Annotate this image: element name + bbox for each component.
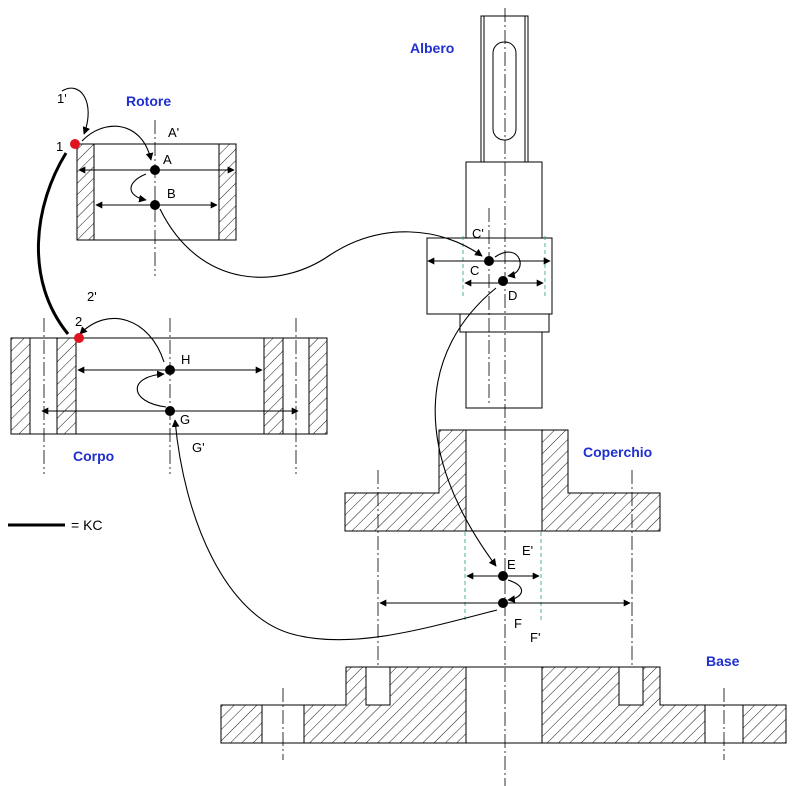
title-rotore: Rotore — [126, 93, 171, 109]
point-B — [150, 200, 160, 210]
label-Eprime: E' — [522, 543, 533, 558]
label-Cprime: C' — [472, 226, 484, 241]
label-D: D — [508, 288, 517, 303]
point-H — [165, 365, 175, 375]
point-C — [484, 256, 494, 266]
label-1: 1 — [56, 139, 63, 154]
base-left-section — [220, 666, 467, 744]
label-A: A — [163, 152, 172, 167]
arrow-C-to-D — [494, 251, 521, 279]
base-bolt-hole-right — [618, 666, 644, 706]
title-coperchio: Coperchio — [583, 444, 652, 460]
label-2prime: 2' — [87, 289, 97, 304]
albero-step — [459, 313, 550, 333]
point-D — [498, 276, 508, 286]
arrow-E-to-F — [507, 579, 523, 603]
label-Aprime: A' — [168, 125, 179, 140]
label-1prime: 1' — [57, 91, 67, 106]
kc-link-line — [36, 152, 70, 335]
corpo-wall-4 — [308, 337, 328, 435]
label-Gprime: G' — [192, 440, 205, 455]
legend-kc-label: = KC — [71, 517, 103, 533]
arrow-H-to-2 — [79, 318, 165, 363]
corpo-wall-3 — [263, 337, 284, 435]
title-base: Base — [706, 653, 740, 669]
title-corpo: Corpo — [73, 448, 114, 464]
label-B: B — [167, 186, 176, 201]
albero-collar — [426, 237, 553, 315]
base-bolt-hole-left — [365, 666, 391, 706]
title-albero: Albero — [410, 40, 454, 56]
arrow-D-to-E — [434, 287, 497, 567]
albero-keyway — [492, 41, 517, 141]
key-point-1 — [70, 139, 80, 149]
corpo-wall-1 — [10, 337, 31, 435]
point-A — [150, 165, 160, 175]
label-E: E — [507, 557, 516, 572]
point-G — [165, 406, 175, 416]
label-G: G — [180, 412, 190, 427]
arrow-1-to-A — [81, 125, 154, 161]
arrow-B-to-C — [159, 208, 483, 278]
base-right-section — [541, 666, 787, 744]
rotore-wall-right — [218, 143, 237, 241]
point-F — [498, 598, 508, 608]
point-E — [498, 571, 508, 581]
albero-lower-section — [465, 331, 543, 409]
flow-arrows — [61, 87, 523, 641]
arrow-1prime-to-1 — [61, 87, 91, 135]
rotore-wall-left — [76, 143, 95, 241]
rotore-outline — [76, 143, 237, 241]
arrow-F-to-G — [171, 419, 498, 641]
label-H: H — [181, 352, 190, 367]
label-2: 2 — [75, 314, 82, 329]
arrow-G-to-H — [136, 370, 167, 408]
points — [70, 139, 508, 608]
key-point-2 — [74, 333, 84, 343]
corpo-part — [10, 318, 328, 474]
legend: = KC — [8, 517, 103, 533]
base-part — [220, 666, 787, 760]
rotore-part — [76, 120, 237, 276]
label-C: C — [470, 263, 479, 278]
label-F: F — [514, 616, 522, 631]
label-Fprime: F' — [530, 630, 540, 645]
arrow-A-to-B — [130, 173, 147, 203]
corpo-wall-2 — [56, 337, 77, 435]
